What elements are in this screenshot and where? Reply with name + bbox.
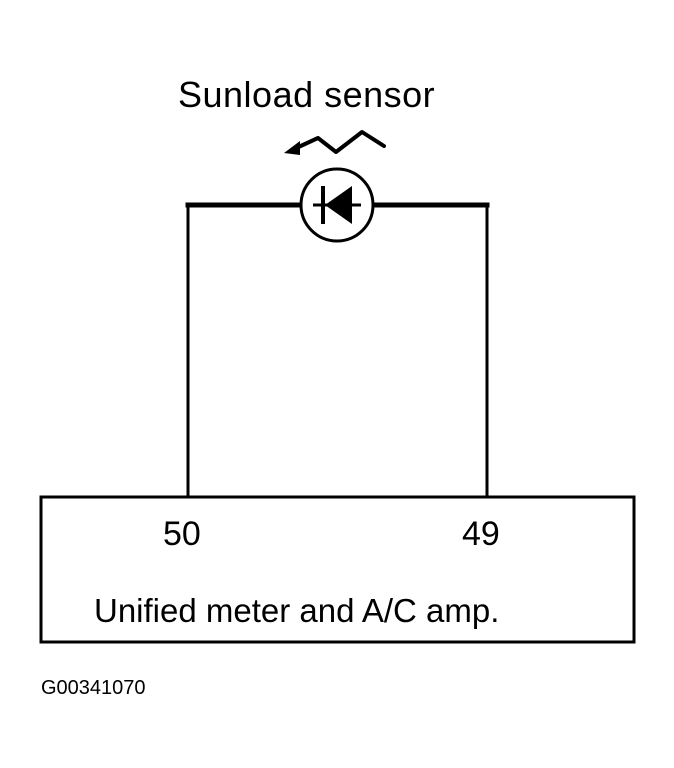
pin-50-label: 50 [163,515,201,553]
sensor-label: Sunload sensor [178,74,435,115]
light-ray-icon [284,130,386,155]
photodiode-icon [299,167,375,243]
wiring [185,202,490,499]
pin-49-label: 49 [462,515,500,553]
amp-box [39,495,636,644]
figure-code: G00341070 [41,677,146,699]
amp-label: Unified meter and A/C amp. [94,592,499,629]
